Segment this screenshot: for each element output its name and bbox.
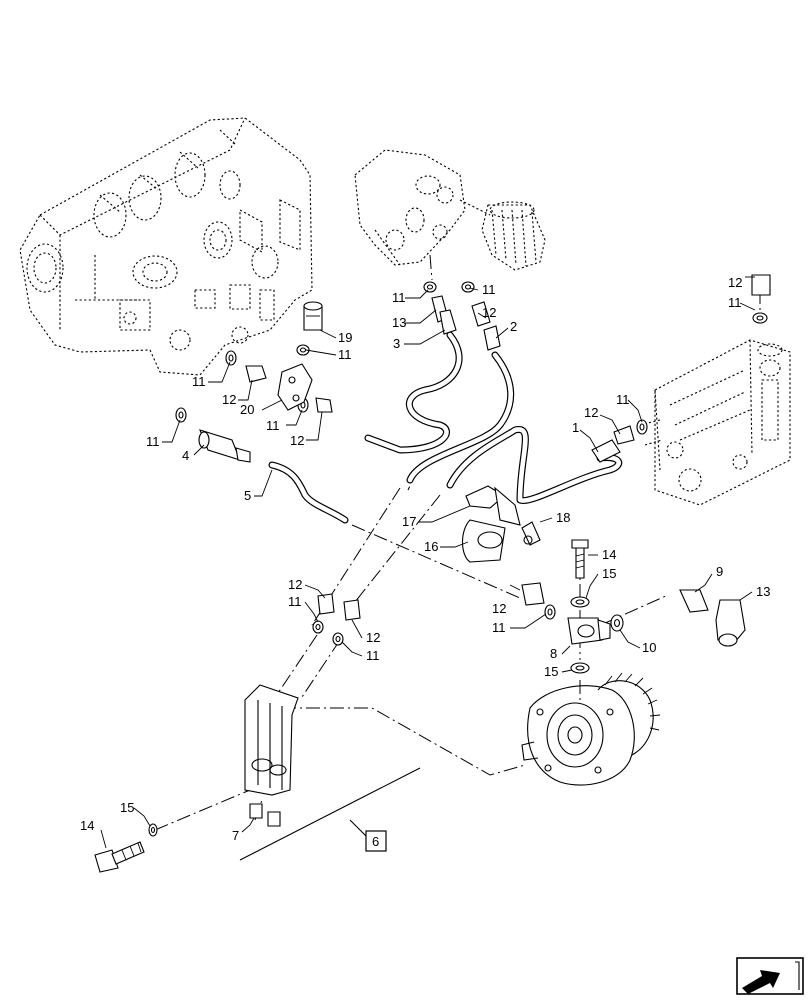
callout-4: 4 [182,448,189,463]
callout-18: 18 [556,510,570,525]
callout-11: 11 [266,418,280,433]
fuel-feed-pump [521,672,661,786]
callout-12: 12 [492,601,506,616]
callout-13: 13 [392,315,406,330]
pipe-3 [364,331,463,454]
pipe-5 [268,461,349,524]
banjo-bolt-lower [94,841,145,873]
callout-3: 3 [393,336,400,351]
pipe-2 [406,351,515,484]
callout-13: 13 [756,584,770,599]
callout-15: 15 [544,664,558,679]
next-page-arrow-icon[interactable] [736,957,804,995]
callout-9: 9 [716,564,723,579]
callout-15: 15 [602,566,616,581]
callout-20: 20 [240,402,254,417]
callout-19: 19 [338,330,352,345]
washer-parts [148,281,768,837]
callout-11: 11 [492,620,506,635]
callout-12: 12 [366,630,380,645]
injection-pump-phantom [639,339,791,506]
callout-11: 11 [192,374,206,389]
callout-14: 14 [80,818,94,833]
pipe-1 [446,426,623,505]
callout-11: 11 [146,434,160,449]
callout-6: 6 [372,834,379,849]
callout-5: 5 [244,488,251,503]
part-13-elbow [715,599,746,647]
callout-numbers: 11 13 3 11 12 2 19 11 11 12 20 11 12 11 … [80,275,770,843]
callout-2: 2 [510,319,517,334]
callout-15: 15 [120,800,134,815]
callout-6-box[interactable]: 6 [365,830,387,852]
adapter-fittings [245,274,771,621]
callout-11: 11 [616,392,630,407]
callout-12: 12 [482,305,496,320]
part-4-fitting [198,429,251,463]
part-19-plug [303,301,323,331]
callout-12: 12 [290,433,304,448]
leader-lines [100,276,756,849]
part-6-filter-base [244,684,299,796]
callout-11: 11 [392,290,406,305]
callout-12: 12 [222,392,236,407]
callout-11: 11 [482,282,496,297]
callout-16: 16 [424,539,438,554]
banjo-bolt-upper [571,539,589,579]
callout-8: 8 [550,646,557,661]
callout-12: 12 [728,275,742,290]
callout-11: 11 [288,594,302,609]
part-7-plugs [249,803,281,827]
callout-11: 11 [338,347,352,362]
callout-12: 12 [288,577,302,592]
engine-block-phantom [19,117,313,376]
part-20-bracket [277,363,313,411]
callout-11: 11 [366,648,380,663]
callout-17: 17 [402,514,416,529]
callout-7: 7 [232,828,239,843]
fuel-filter-head-phantom [354,149,546,271]
part-8-connector [567,617,611,645]
clamp-assembly [461,485,541,563]
callout-10: 10 [642,640,656,655]
callout-1: 1 [572,420,579,435]
callout-11: 11 [728,295,742,310]
callout-6-bracket [239,767,421,861]
callout-12: 12 [584,405,598,420]
callout-14: 14 [602,547,616,562]
